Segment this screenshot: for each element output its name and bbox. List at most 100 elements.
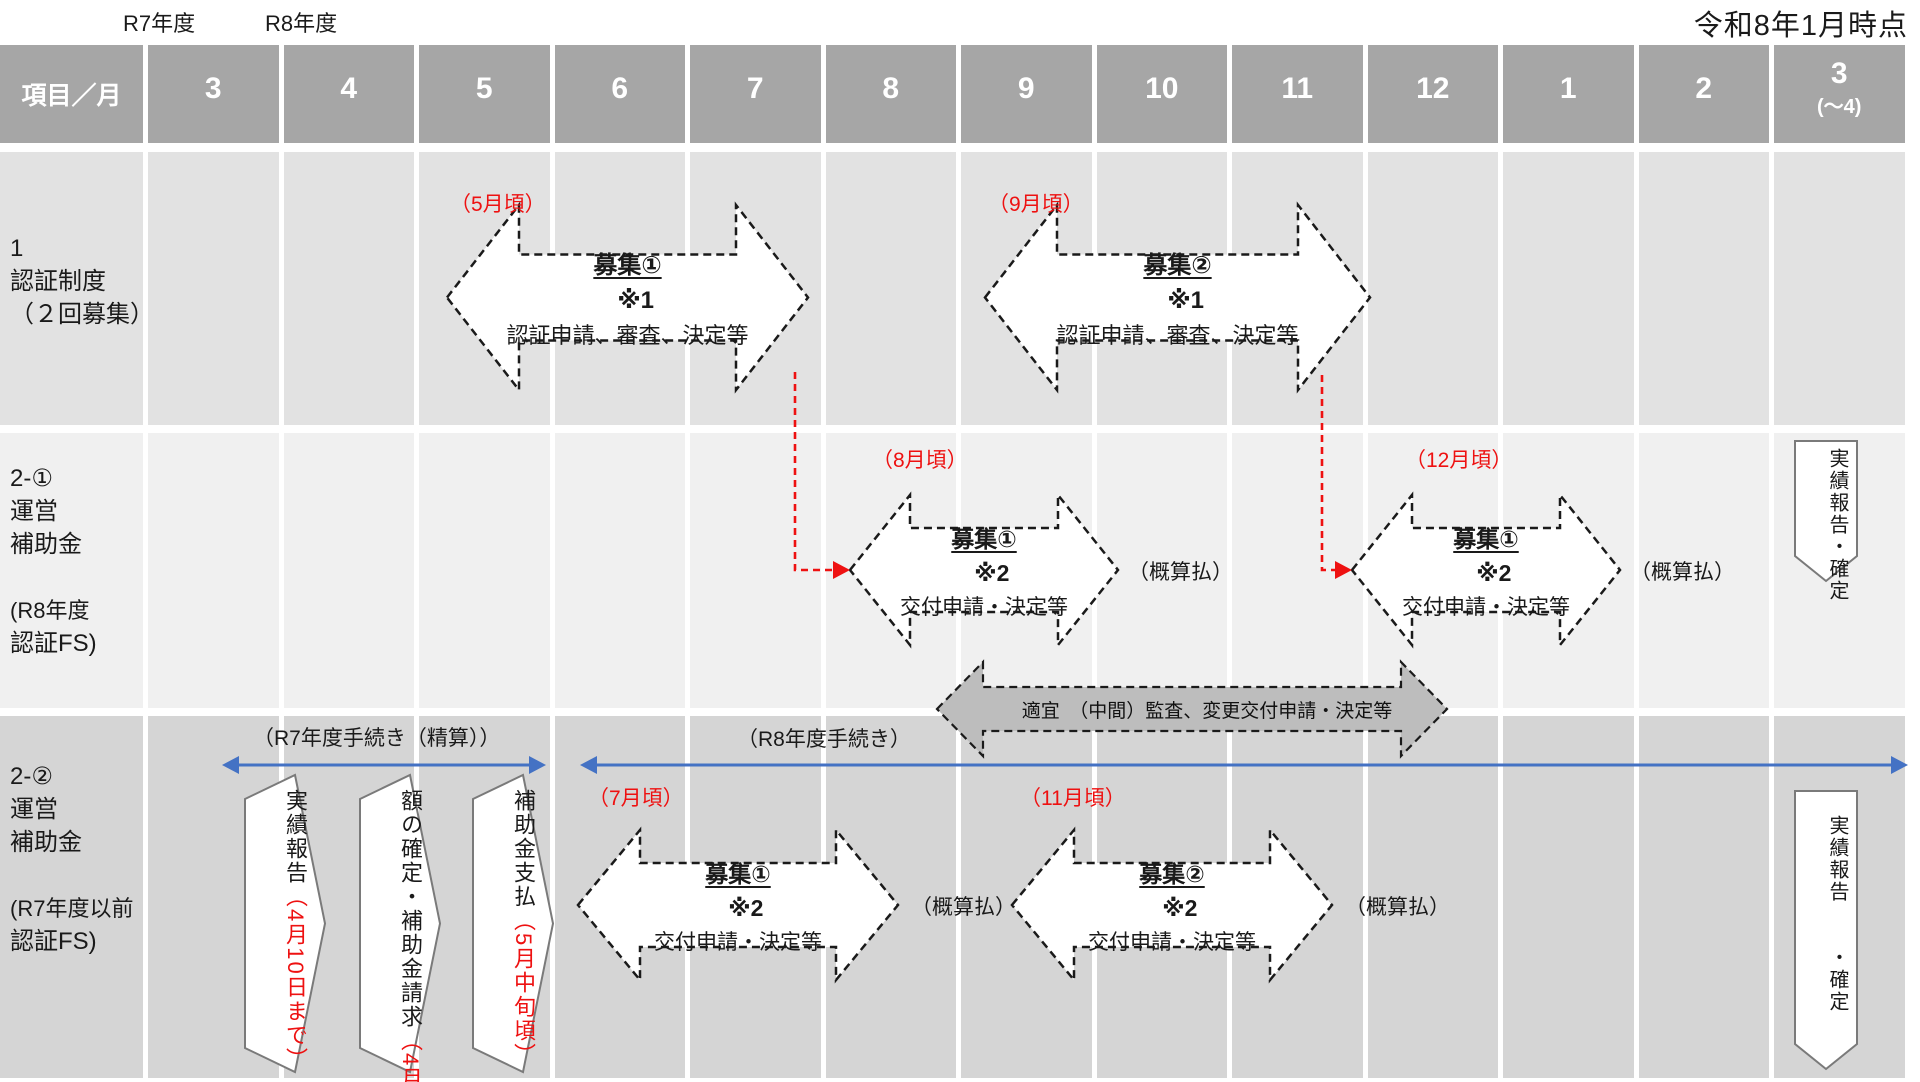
provisional-payment-label: （概算払） [1128, 561, 1233, 584]
double-arrow-shape [848, 491, 1120, 649]
footnote-ref: ※2 [705, 894, 764, 921]
row-label-line: 認証制度 [10, 268, 106, 295]
row-label-line: 2-② [10, 763, 53, 790]
month-main-label: 3 [1830, 57, 1848, 90]
column-header-month-8: 8 [882, 72, 900, 105]
provisional-payment-label: （概算払） [911, 896, 1016, 919]
column-separator-0 [143, 45, 148, 1078]
header-band [0, 45, 1905, 143]
month-timing-label: （9月頃） [988, 193, 1084, 216]
audit-arrow-shape [935, 659, 1449, 759]
round-name: 募集② [1139, 860, 1205, 887]
column-separator-1 [278, 45, 284, 1078]
pentagon-text-line: ・確定 [1826, 536, 1848, 602]
double-arrow-shape [445, 201, 810, 394]
column-header-month-10: 10 [1145, 72, 1179, 105]
double-arrow-shape [1350, 491, 1622, 649]
column-separator-12 [1769, 45, 1774, 1078]
round-label: 募集① ※2 [705, 855, 770, 923]
column-header-month-2: 2 [1695, 72, 1713, 105]
footnote-ref: ※2 [1139, 894, 1198, 921]
procedure-period-label-r8-procedure: （R8年度手続き） [737, 728, 911, 751]
month-sub-label: (～4) [1817, 96, 1862, 118]
banner-main-text: 実績報告 [283, 789, 308, 885]
fiscal-year-label-r8: R8年度 [265, 11, 338, 36]
banner-date-text: （4月10日まで） [283, 885, 308, 1072]
round-name: 募集① [951, 525, 1017, 552]
process-arrow-grant-r7-round1: 募集① ※2 交付申請・決定等 [576, 826, 900, 984]
banner-results-report: 実績報告（4月10日まで） [244, 773, 327, 1074]
process-description: 交付申請・決定等 [654, 930, 822, 954]
column-header-month-4: 4 [340, 72, 358, 105]
banner-amount-confirmation: 額の確定・補助金請求（4月下旬頃） [359, 773, 442, 1082]
round-label: 募集① ※1 [593, 245, 661, 315]
column-header-month-1: 1 [1559, 72, 1577, 105]
pentagon-text-line: 実績報告 [1826, 448, 1848, 536]
banner-main-text: 額の確定・補助金請求 [398, 789, 423, 1029]
round-name: 募集② [1143, 252, 1212, 279]
column-header-month-7: 7 [746, 72, 764, 105]
audit-arrow: 適宜 （中間）監査、変更交付申請・決定等 [935, 659, 1449, 759]
banner-text: 補助金支払（5月中旬頃） [475, 789, 539, 1067]
round-label: 募集② ※2 [1139, 855, 1204, 923]
row-label-line: 認証FS) [10, 630, 97, 657]
banner-shape [359, 773, 442, 1074]
process-arrow-text: 募集① ※2 交付申請・決定等 [1352, 495, 1620, 645]
column-header-month-6: 6 [611, 72, 629, 105]
provisional-payment-label: （概算払） [1345, 896, 1450, 919]
column-header-month-12: 12 [1416, 72, 1450, 105]
column-separator-11 [1633, 45, 1639, 1078]
column-header-month-9: 9 [1017, 72, 1035, 105]
column-separator-4 [685, 45, 690, 1078]
process-arrow-grant-r8-round2: 募集① ※2 交付申請・決定等 [1350, 491, 1622, 649]
process-description: 交付申請・決定等 [1402, 595, 1570, 619]
pentagon-text: 実績報告・確定 [1800, 798, 1852, 1040]
double-arrow-shape [576, 826, 900, 984]
process-arrow-text: 募集① ※2 交付申請・決定等 [578, 830, 898, 980]
banner-date-text: （5月中旬頃） [511, 909, 536, 1068]
pentagon-text-line: 実績報告 [1826, 814, 1848, 903]
row-certification-band [0, 152, 1905, 425]
pentagon-text-line: ・確定 [1826, 946, 1848, 1013]
column-separator-3 [549, 45, 555, 1078]
row-label-line: 補助金 [10, 531, 82, 558]
column-separator-2 [414, 45, 419, 1078]
row-certification-label: 1 認証制度 （２回募集） [10, 232, 154, 331]
pentagon-r7-final-report: 実績報告・確定 [1794, 790, 1858, 1071]
banner-date-text: （4月下旬頃） [362, 1029, 426, 1082]
pentagon-text: 実績報告・確定 [1800, 448, 1852, 602]
double-arrow-shape [1010, 826, 1334, 984]
pentagon-shape [1794, 440, 1858, 583]
round-name: 募集① [1453, 525, 1519, 552]
round-name: 募集① [705, 860, 771, 887]
footnote-ref: ※2 [951, 559, 1010, 586]
pentagon-r8-final-report: 実績報告・確定 [1794, 440, 1858, 602]
round-label: 募集① ※2 [1453, 520, 1518, 588]
row-label-line: （２回募集） [10, 301, 154, 328]
round-label: 募集② ※1 [1143, 245, 1211, 315]
row-label-line: 補助金 [10, 829, 82, 856]
fiscal-year-label-r7: R7年度 [123, 11, 196, 36]
column-header-month-3-4: 3 (～4) [1774, 58, 1905, 119]
banner-subsidy-payment: 補助金支払（5月中旬頃） [472, 773, 555, 1074]
month-timing-label: （12月頃） [1405, 449, 1513, 472]
column-header-month-3: 3 [204, 72, 222, 105]
row-label-line: 1 [10, 235, 24, 262]
as-of-date: 令和8年1月時点 [1693, 10, 1908, 42]
column-header-month-11: 11 [1281, 72, 1314, 105]
footnote-ref: ※2 [1453, 559, 1512, 586]
footnote-ref: ※1 [1143, 287, 1205, 314]
row-label-line: 認証FS) [10, 928, 97, 955]
round-name: 募集① [593, 252, 662, 279]
month-timing-label: （8月頃） [872, 449, 968, 472]
